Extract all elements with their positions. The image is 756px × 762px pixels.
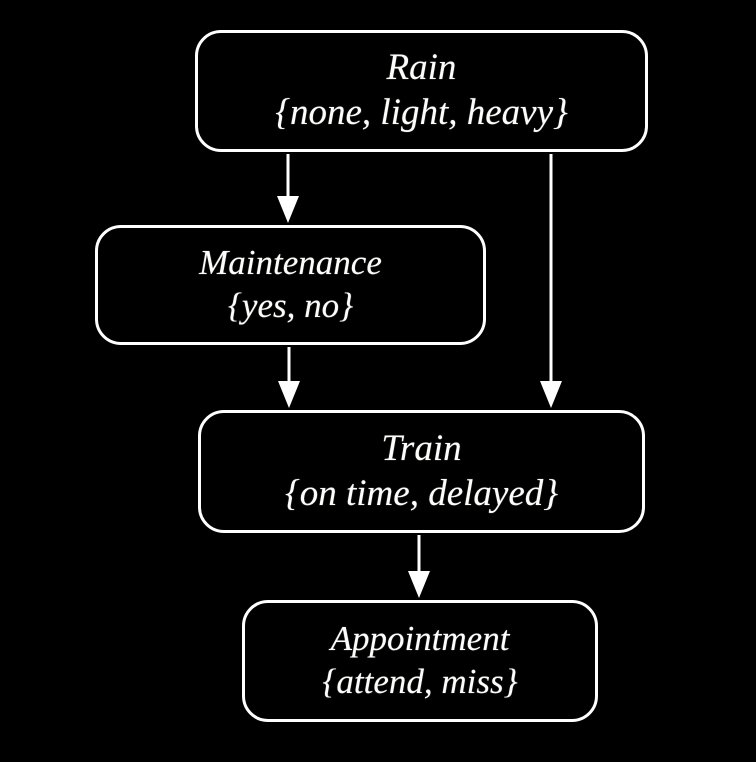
node-maintenance-label: Maintenance (199, 243, 382, 283)
node-appointment-label: Appointment (330, 619, 510, 659)
node-rain-states: {none, light, heavy} (275, 92, 568, 133)
edge-maintenance-to-train (278, 347, 300, 408)
node-rain-label: Rain (386, 47, 457, 89)
node-train-states: {on time, delayed} (284, 472, 559, 514)
edge-train-to-appointment (408, 535, 430, 598)
node-maintenance[interactable]: Maintenance {yes, no} (95, 225, 486, 345)
node-train-label: Train (381, 427, 462, 469)
node-appointment-states: {attend, miss} (322, 662, 518, 701)
node-maintenance-states: {yes, no} (227, 286, 354, 325)
edge-rain-to-train (540, 154, 562, 408)
node-appointment[interactable]: Appointment {attend, miss} (242, 600, 598, 722)
edge-rain-to-maintenance (277, 154, 299, 223)
node-train[interactable]: Train {on time, delayed} (198, 410, 645, 533)
node-rain[interactable]: Rain {none, light, heavy} (195, 30, 648, 152)
